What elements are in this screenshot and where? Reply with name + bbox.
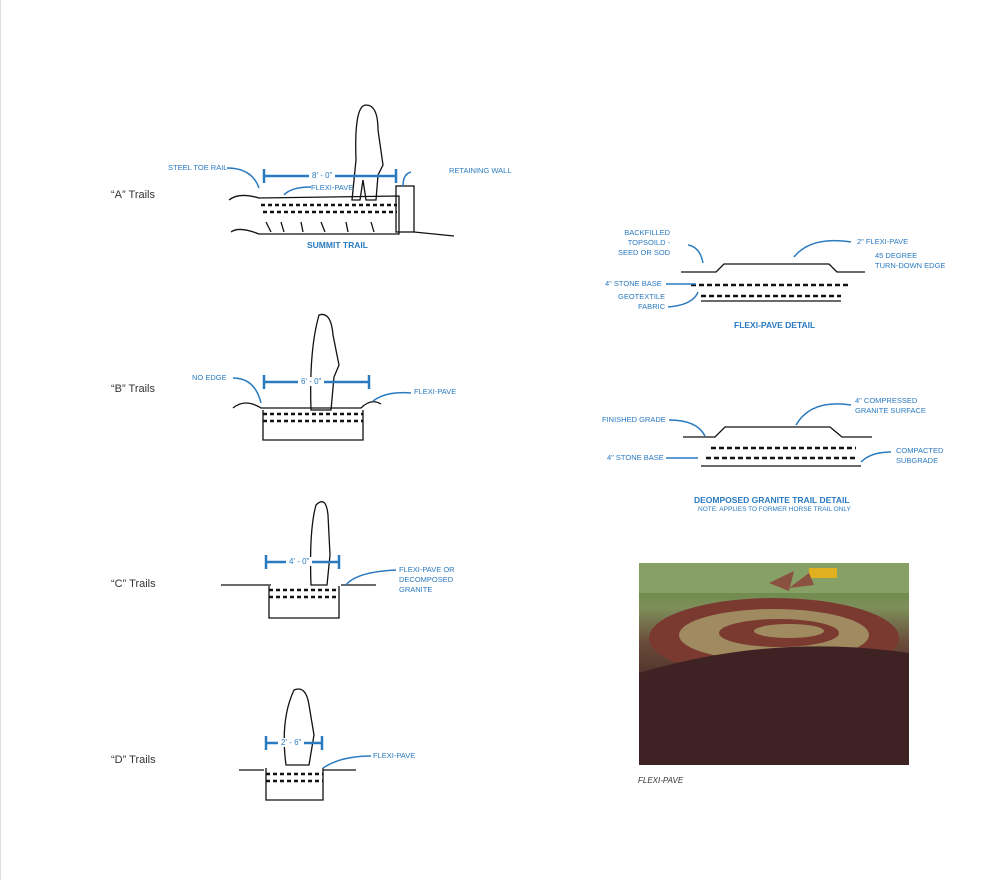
callout-flexi-pave: FLEXI-PAVE xyxy=(373,751,416,760)
callout-line: SUBGRADE xyxy=(896,456,939,465)
trail-c-label: “C” Trails xyxy=(111,578,156,590)
callout-retaining-wall: RETAINING WALL xyxy=(449,166,512,175)
flexi-pave-detail-sketch xyxy=(681,263,865,302)
granite-detail-note: NOTE: APPLIES TO FORMER HORSE TRAIL ONLY xyxy=(698,506,851,513)
callout-line: BACKFILLED xyxy=(624,228,671,237)
callout-line: COMPACTED xyxy=(896,446,944,455)
flexi-pave-detail-title: FLEXI-PAVE DETAIL xyxy=(734,320,816,330)
callout-flexi-pave: FLEXI-PAVE xyxy=(311,183,354,192)
photo-caption: FLEXI-PAVE xyxy=(638,776,684,785)
granite-detail-title: DEOMPOSED GRANITE TRAIL DETAIL xyxy=(694,495,850,505)
callout-flexi-pave-or-granite: FLEXI-PAVE OR DECOMPOSED GRANITE xyxy=(399,565,455,595)
trail-c-dimension: 4' - 0" xyxy=(286,557,313,566)
callout-turn-down-edge: 45 DEGREE TURN-DOWN EDGE xyxy=(875,251,945,271)
callout-finished-grade: FINISHED GRADE xyxy=(602,415,666,424)
callout-flexi-pave: FLEXI-PAVE xyxy=(414,387,457,396)
callout-no-edge: NO EDGE xyxy=(192,373,227,382)
trail-b-section-sketch xyxy=(232,313,382,441)
callout-2in-flexi-pave: 2" FLEXI-PAVE xyxy=(857,237,909,246)
callout-line: FABRIC xyxy=(638,302,666,311)
dimension-lines xyxy=(262,169,398,750)
callout-line: GRANITE xyxy=(399,585,433,594)
trail-b-label: “B” Trails xyxy=(111,383,155,395)
callout-compacted-subgrade: COMPACTED SUBGRADE xyxy=(896,446,943,466)
callout-line: FLEXI-PAVE OR xyxy=(399,565,455,574)
trail-d-dimension: 2' - 6" xyxy=(278,738,305,747)
callout-line: TOPSOILD - xyxy=(627,238,671,247)
trail-d-label: “D” Trails xyxy=(111,754,156,766)
granite-detail-sketch xyxy=(683,426,872,467)
callout-steel-toe-rail: STEEL TOE RAIL xyxy=(168,163,228,172)
callout-backfilled-topsoil: BACKFILLED TOPSOILD - SEED OR SOD xyxy=(618,228,670,258)
photo-illustration xyxy=(639,563,909,765)
callout-line: 4" COMPRESSED xyxy=(855,396,918,405)
callout-stone-base: 4" STONE BASE xyxy=(607,453,664,462)
trail-a-dimension: 8' - 0" xyxy=(309,171,336,180)
callout-arrows xyxy=(226,167,892,769)
callout-line: SEED OR SOD xyxy=(618,248,671,257)
callout-line: TURN-DOWN EDGE xyxy=(875,261,946,270)
trail-b-dimension: 6' - 0" xyxy=(298,377,325,386)
trail-a-label: “A” Trails xyxy=(111,189,155,201)
callout-line: GRANITE SURFACE xyxy=(855,406,926,415)
callout-line: 45 DEGREE xyxy=(875,251,918,260)
callout-geotextile-fabric: GEOTEXTILE FABRIC xyxy=(618,292,665,312)
callout-line: DECOMPOSED xyxy=(399,575,454,584)
trail-c-section-sketch xyxy=(221,501,376,619)
summit-trail-title: SUMMIT TRAIL xyxy=(307,240,368,250)
flexi-pave-photo xyxy=(639,563,909,765)
callout-stone-base: 4" STONE BASE xyxy=(605,279,662,288)
callout-compressed-granite: 4" COMPRESSED GRANITE SURFACE xyxy=(855,396,926,416)
callout-line: GEOTEXTILE xyxy=(618,292,666,301)
